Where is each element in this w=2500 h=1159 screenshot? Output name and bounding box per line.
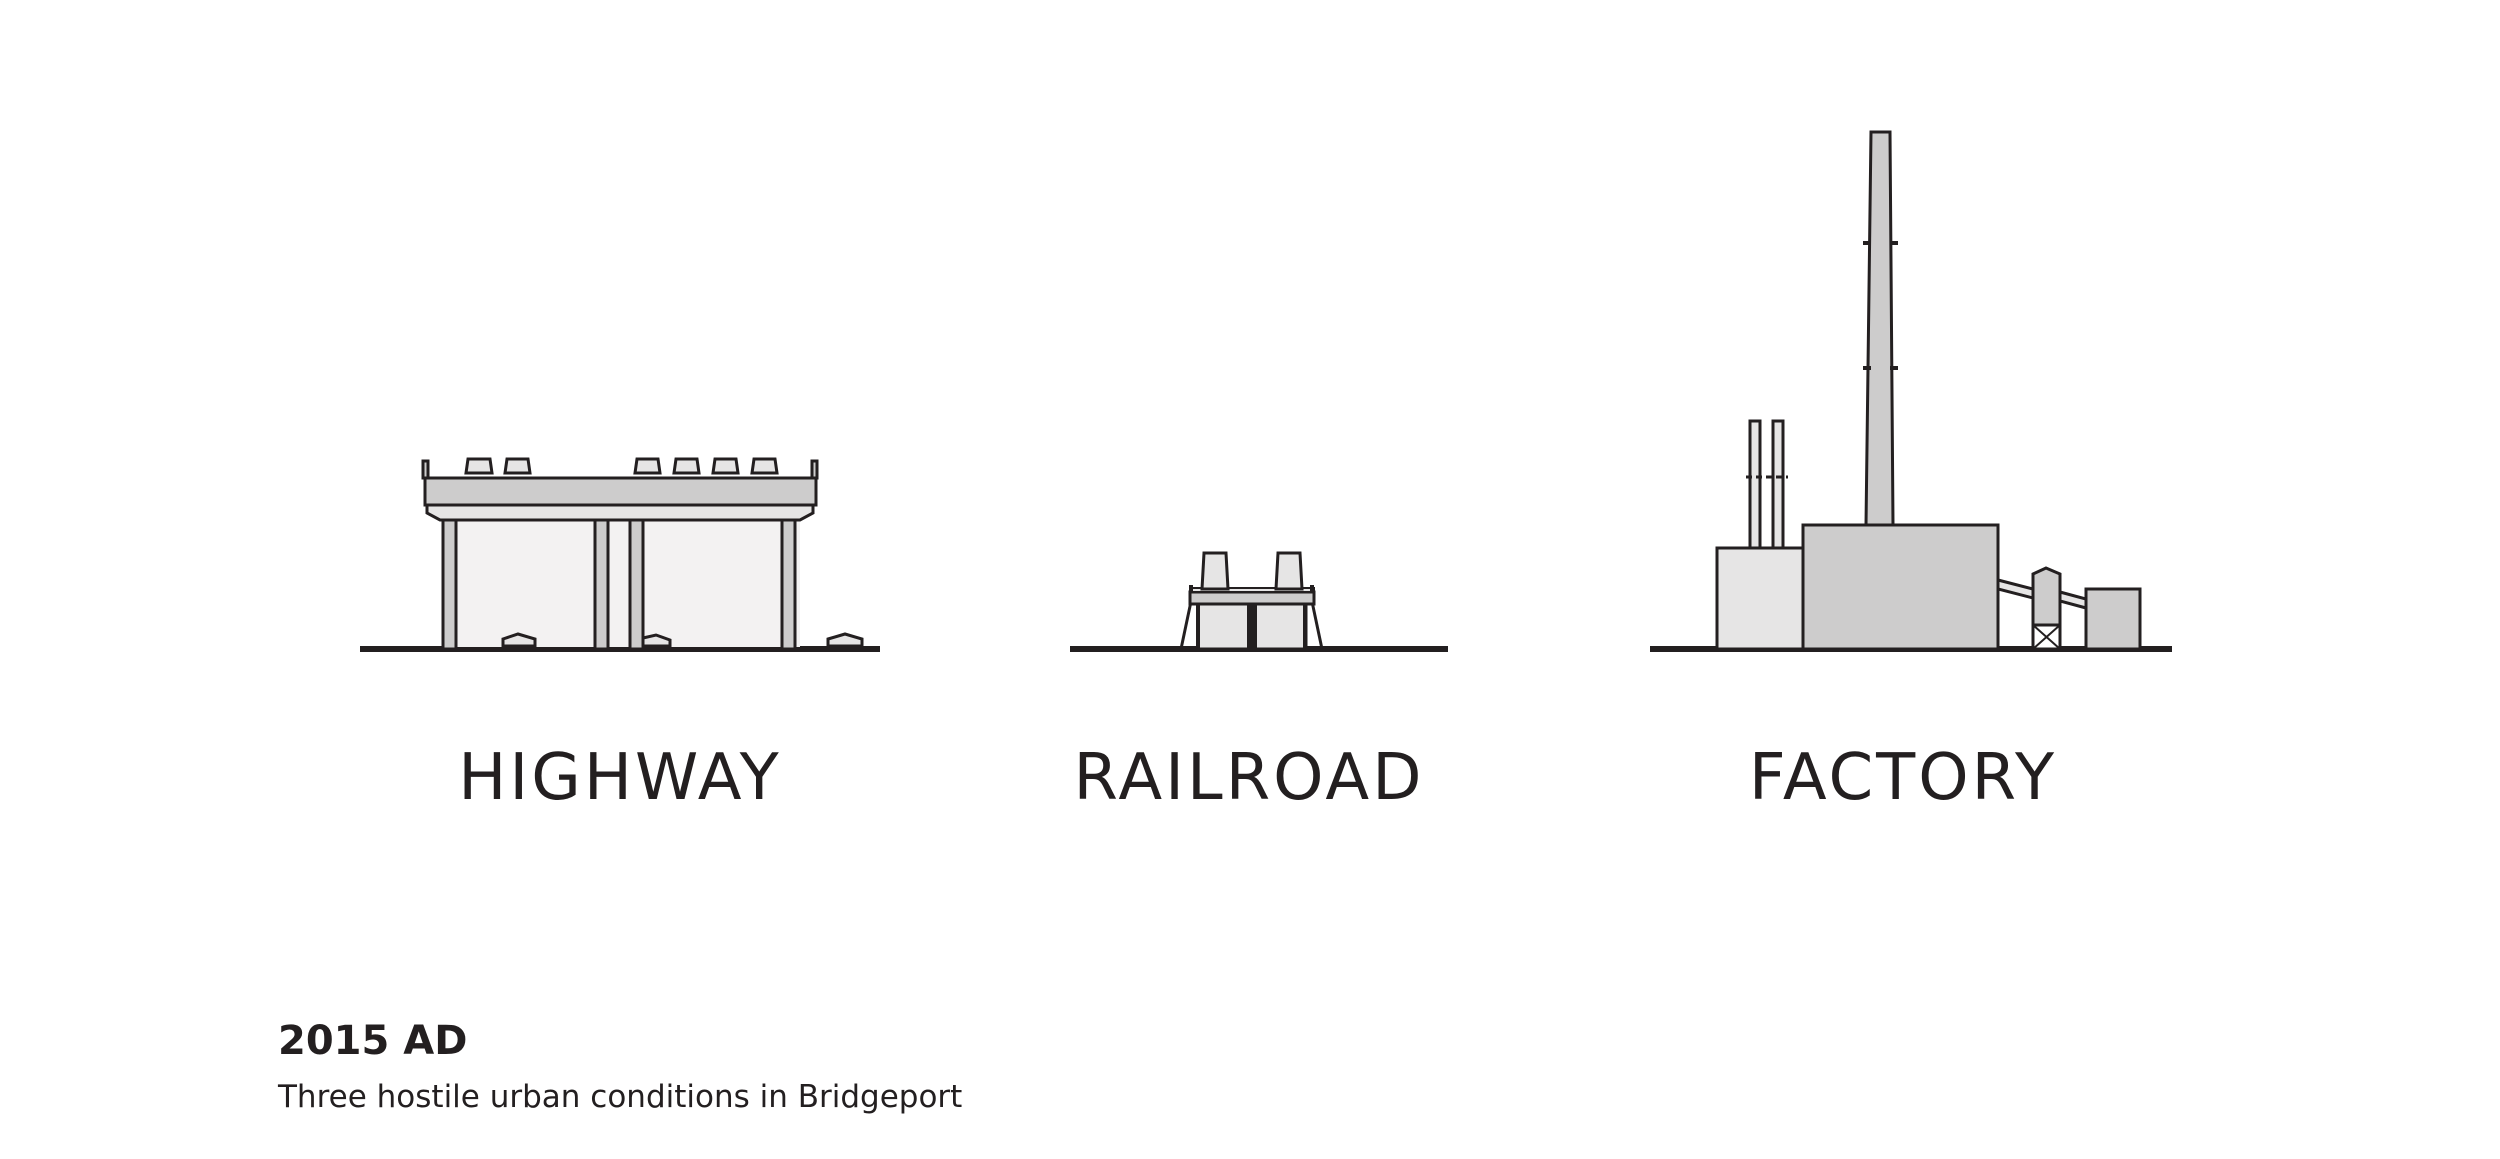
small-chimney [1748, 419, 1762, 550]
rail-car-icon [1274, 551, 1304, 591]
highway-deck-underside [425, 503, 815, 522]
car-icon [501, 632, 537, 648]
car-icon [750, 457, 779, 475]
railroad-illustration [1070, 551, 1448, 652]
factory-annex [1715, 546, 1805, 651]
factory-main-building [1801, 523, 2000, 651]
railroad-platform [1188, 590, 1316, 606]
conveyor [1996, 578, 2035, 600]
car-icon [672, 457, 701, 475]
factory-illustration [1650, 130, 2172, 652]
highway-column [780, 516, 797, 651]
highway-illustration [360, 457, 880, 652]
caption-title: 2015 AD [278, 1018, 468, 1064]
car-icon [641, 633, 672, 648]
conveyor [2058, 590, 2088, 610]
factory-shed [2084, 587, 2142, 651]
highway-deck [423, 476, 818, 507]
caption: 2015 AD Three hostile urban conditions i… [278, 1015, 962, 1119]
railroad-block [1196, 600, 1253, 651]
highway-label: HIGHWAY [458, 741, 782, 815]
car-icon [503, 457, 532, 475]
factory-label: FACTORY [1748, 741, 2058, 815]
tall-chimney [1864, 130, 1895, 527]
car-icon [464, 457, 494, 475]
rail-car-icon [1200, 551, 1230, 591]
car-icon [826, 632, 864, 648]
railroad-label: RAILROAD [1073, 741, 1425, 815]
highway-column [441, 516, 458, 651]
small-chimney [1771, 419, 1785, 550]
silo [2031, 566, 2062, 627]
highway-column [628, 516, 645, 651]
caption-subtitle: Three hostile urban conditions in Bridge… [278, 1079, 963, 1115]
railroad-block [1251, 600, 1308, 651]
car-icon [633, 457, 662, 475]
highway-column [593, 516, 610, 651]
car-icon [711, 457, 740, 475]
